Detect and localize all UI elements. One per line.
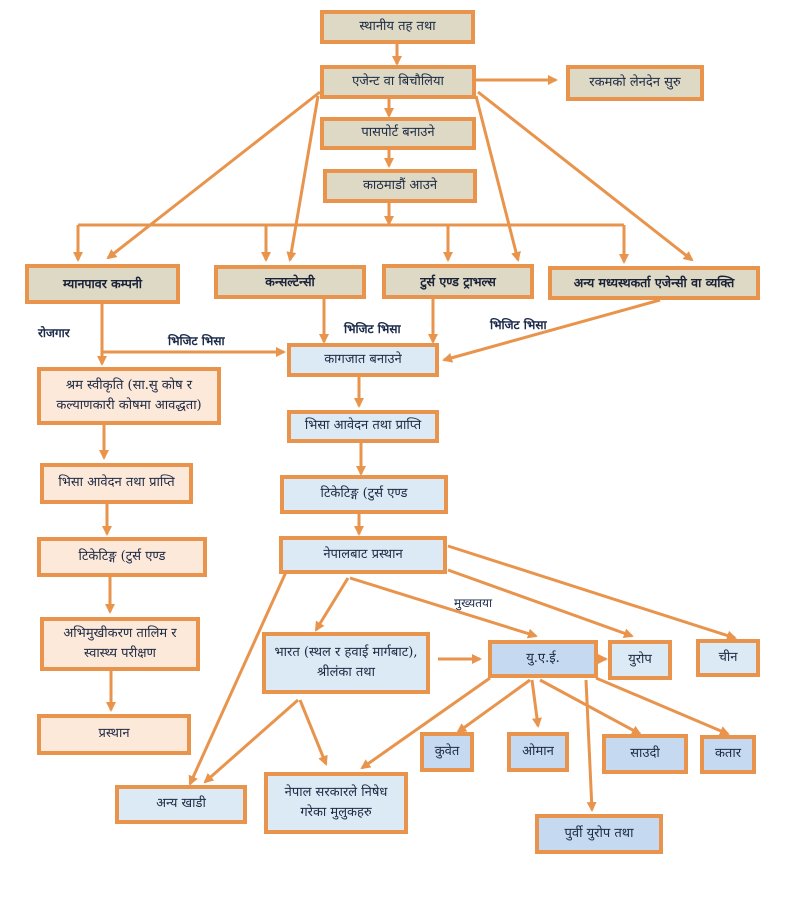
node-europe: युरोप (608, 640, 672, 680)
node-china: चीन (696, 639, 760, 677)
node-documents: कागजात बनाउने (287, 343, 439, 377)
node-orientation: अभिमुखीकरण तालिम र स्वास्थ्य परीक्षण (40, 617, 200, 671)
edge-label-visit-visa: भिजिट भिसा (490, 318, 547, 332)
node-consultancy: कन्सल्टेन्सी (214, 265, 366, 299)
node-other-agency: अन्य मध्यस्थकर्ता एजेन्सी वा व्यक्ति (548, 266, 760, 300)
node-label: कन्सल्टेन्सी (265, 274, 315, 290)
node-label: यु.ए.ई. (526, 650, 560, 666)
arrow-nepal-departure-to-india (314, 577, 350, 632)
edge-label-visit-visa: भिजिट भिसा (168, 334, 225, 348)
node-labour-approval: श्रम स्वीकृति (सा.सु कोष र कल्याणकारी को… (37, 367, 221, 425)
node-oman: ओमान (507, 732, 569, 772)
node-banned-countries: नेपाल सरकारले निषेध गरेका मुलुकहरु (264, 772, 408, 834)
arrow-uae-to-kuwait (456, 678, 531, 734)
node-label: साउदी (630, 745, 660, 761)
arrow-india-to-other-gulf (203, 698, 299, 784)
node-label: कतार (714, 746, 742, 762)
node-kuwait: कुवेत (420, 732, 474, 772)
edge-label-visit-visa: भिजिट भिसा (344, 322, 401, 336)
node-departure-left: प्रस्थान (37, 714, 191, 755)
node-label: टिकेटिङ्ग (टुर्स एण्ड (320, 486, 408, 502)
arrow-uae-to-qatar (595, 676, 730, 736)
node-label: प्रस्थान (98, 726, 130, 742)
node-visa-center: भिसा आवेदन तथा प्राप्ति (287, 410, 439, 443)
node-label: कागजात बनाउने (324, 351, 402, 367)
arrow-other-agency-to-documents (442, 298, 661, 363)
node-label: टिकेटिङ्ग (टुर्स एण्ड (78, 548, 166, 564)
node-visa-left: भिसा आवेदन तथा प्राप्ति (40, 463, 193, 504)
node-label: अन्य मध्यस्थकर्ता एजेन्सी वा व्यक्ति (573, 275, 735, 291)
node-uae: यु.ए.ई. (488, 640, 598, 678)
node-label: टुर्स एण्ड ट्राभल्स (420, 273, 496, 289)
node-agent: एजेन्ट वा बिचौलिया (320, 65, 476, 99)
arrow-uae-to-eastern-europe (584, 679, 597, 812)
node-label: अन्य खाडी (156, 796, 206, 812)
arrow-agent-to-tours (474, 95, 521, 262)
node-india: भारत (स्थल र हवाई मार्गबाट), श्रीलंका तथ… (262, 632, 430, 694)
arrow-agent-to-consultancy (286, 95, 320, 262)
arrow-india-to-banned (298, 699, 328, 766)
edge-label-employment: रोजगार (38, 326, 70, 340)
node-label: एजेन्ट वा बिचौलिया (352, 73, 444, 89)
node-money-transaction: रकमको लेनदेन सुरु (566, 65, 704, 101)
node-tours: टुर्स एण्ड ट्राभल्स (382, 264, 534, 299)
node-ticketing-center: टिकेटिङ्ग (टुर्स एण्ड (280, 475, 448, 514)
node-label: स्थानीय तह तथा (359, 18, 436, 34)
node-label: कुवेत (434, 743, 460, 759)
arrow-uae-to-oman (530, 679, 542, 728)
arrow-nepal-departure-to-uae (349, 576, 538, 639)
node-manpower: म्यानपावर कम्पनी (25, 264, 180, 304)
edge-label-mainly: मुख्यतया (454, 596, 493, 610)
arrow-uae-to-saudi (539, 678, 642, 736)
node-label: भारत (स्थल र हवाई मार्गबाट), श्रीलंका तथ… (274, 644, 418, 680)
node-label: ओमान (522, 743, 554, 759)
node-label: नेपाल सरकारले निषेध गरेका मुलुकहरु (284, 784, 388, 820)
node-label: रकमको लेनदेन सुरु (589, 74, 681, 90)
node-saudi: साउदी (602, 734, 688, 774)
node-label: भिसा आवेदन तथा प्राप्ति (304, 418, 422, 434)
node-label: अभिमुखीकरण तालिम र स्वास्थ्य परीक्षण (63, 625, 177, 661)
node-label: पासपोर्ट बनाउने (361, 125, 435, 141)
node-ticketing-left: टिकेटिङ्ग (टुर्स एण्ड (37, 537, 207, 577)
node-other-gulf: अन्य खाडी (115, 785, 247, 824)
node-label: पुर्वी युरोप तथा (564, 825, 634, 841)
node-label: युरोप (628, 651, 652, 667)
node-local-level: स्थानीय तह तथा (320, 10, 475, 44)
node-passport: पासपोर्ट बनाउने (320, 117, 476, 150)
node-label: म्यानपावर कम्पनी (62, 276, 143, 292)
node-eastern-europe: पुर्वी युरोप तथा (535, 814, 663, 854)
node-label: चीन (718, 649, 738, 665)
node-label: श्रम स्वीकृति (सा.सु कोष र कल्याणकारी को… (56, 377, 202, 413)
arrow-nepal-departure-to-china (447, 544, 737, 641)
node-label: काठमाडौं आउने (362, 177, 438, 193)
node-kathmandu: काठमाडौं आउने (323, 169, 477, 203)
node-label: भिसा आवेदन तथा प्राप्ति (58, 475, 175, 491)
node-label: नेपालबाट प्रस्थान (323, 546, 403, 562)
arrow-agent-to-manpower (106, 90, 321, 260)
arrow-agent-to-other-agency (477, 90, 694, 262)
node-qatar: कतार (700, 735, 756, 774)
node-nepal-departure: नेपालबाट प्रस्थान (279, 536, 447, 574)
